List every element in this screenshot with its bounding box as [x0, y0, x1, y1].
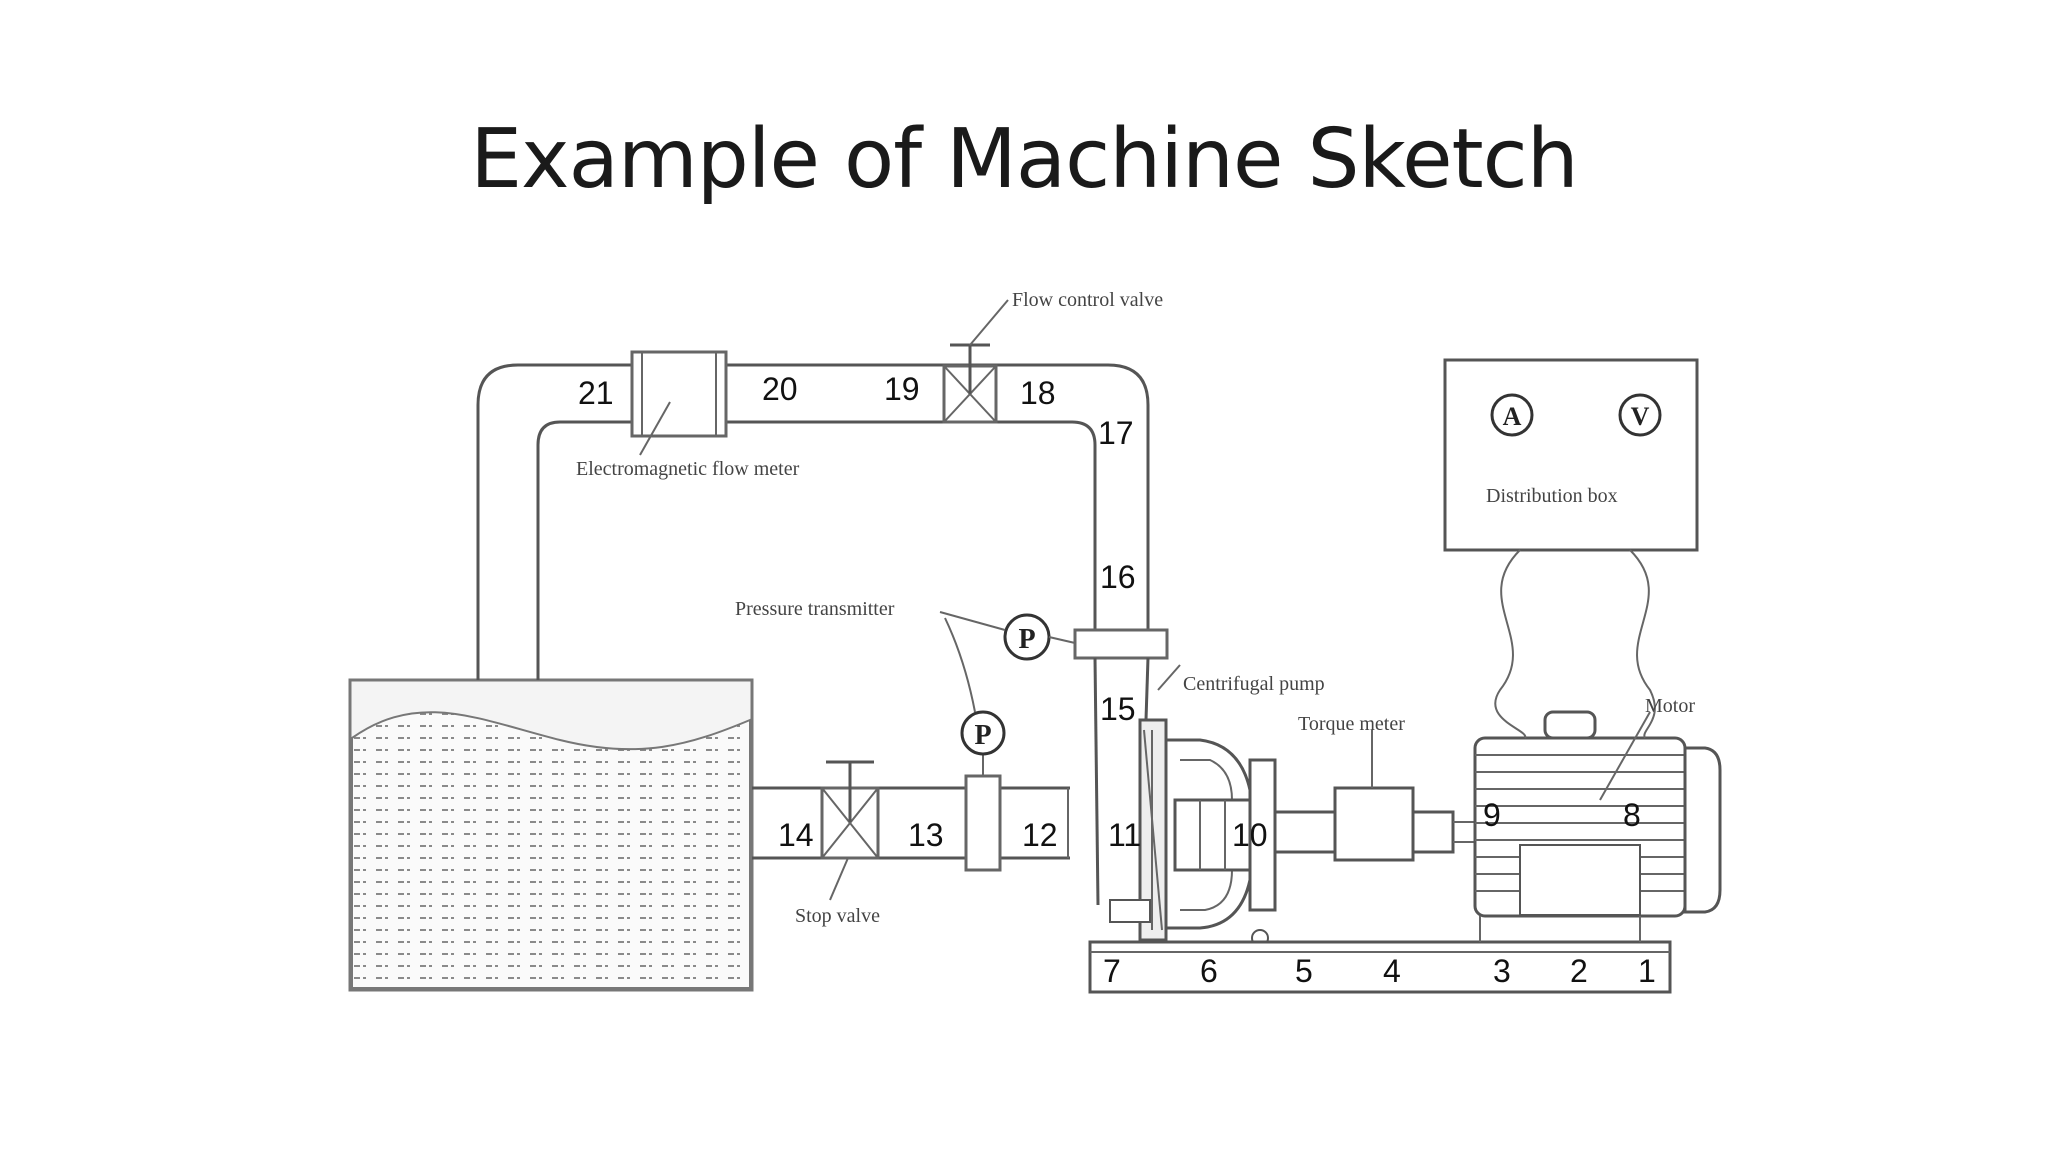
pressure-transmitter-lower: P	[944, 617, 1006, 872]
part-number-9: 9	[1483, 797, 1501, 833]
label-distribution-box: Distribution box	[1486, 485, 1618, 507]
slide-title: Example of Machine Sketch	[470, 112, 1579, 207]
inlet-pipe	[752, 786, 1070, 860]
part-number-13: 13	[908, 817, 944, 853]
part-number-15: 15	[1100, 691, 1136, 727]
part-number-1: 1	[1638, 953, 1656, 989]
pressure-symbol-lower: P	[974, 720, 991, 751]
part-number-4: 4	[1383, 953, 1401, 989]
label-flow-control-valve: Flow control valve	[1012, 289, 1163, 311]
part-number-6: 6	[1200, 953, 1218, 989]
distribution-box: A V	[1443, 358, 1699, 739]
voltmeter-symbol: V	[1631, 402, 1650, 431]
base-plate	[1088, 916, 1672, 994]
part-number-18: 18	[1020, 375, 1056, 411]
water-tank	[348, 678, 754, 992]
pressure-symbol-upper: P	[1018, 624, 1035, 655]
label-motor: Motor	[1645, 695, 1695, 717]
part-number-16: 16	[1100, 559, 1136, 595]
part-number-19: 19	[884, 371, 920, 407]
label-stop-valve: Stop valve	[795, 905, 880, 927]
part-number-12: 12	[1022, 817, 1058, 853]
torque-meter	[1273, 730, 1475, 862]
label-torque-meter: Torque meter	[1298, 713, 1405, 735]
part-number-8: 8	[1623, 797, 1641, 833]
label-centrifugal-pump: Centrifugal pump	[1183, 673, 1325, 695]
part-number-20: 20	[762, 371, 798, 407]
label-electromagnetic-flow-meter: Electromagnetic flow meter	[576, 458, 800, 480]
part-number-10: 10	[1232, 817, 1268, 853]
return-pipe	[476, 363, 1150, 680]
stop-valve	[820, 760, 880, 901]
part-number-21: 21	[578, 375, 614, 411]
part-number-17: 17	[1098, 415, 1134, 451]
flow-control-valve	[942, 299, 1009, 424]
part-number-7: 7	[1103, 953, 1121, 989]
ammeter-symbol: A	[1503, 402, 1522, 431]
label-pressure-transmitter: Pressure transmitter	[735, 598, 895, 620]
electromagnetic-flow-meter	[630, 350, 728, 456]
motor	[1473, 710, 1722, 918]
part-number-2: 2	[1570, 953, 1588, 989]
part-number-11: 11	[1108, 817, 1141, 853]
part-number-14: 14	[778, 817, 814, 853]
centrifugal-pump	[1109, 664, 1277, 947]
part-number-3: 3	[1493, 953, 1511, 989]
part-number-5: 5	[1295, 953, 1313, 989]
pressure-transmitter-upper: P	[939, 611, 1169, 661]
